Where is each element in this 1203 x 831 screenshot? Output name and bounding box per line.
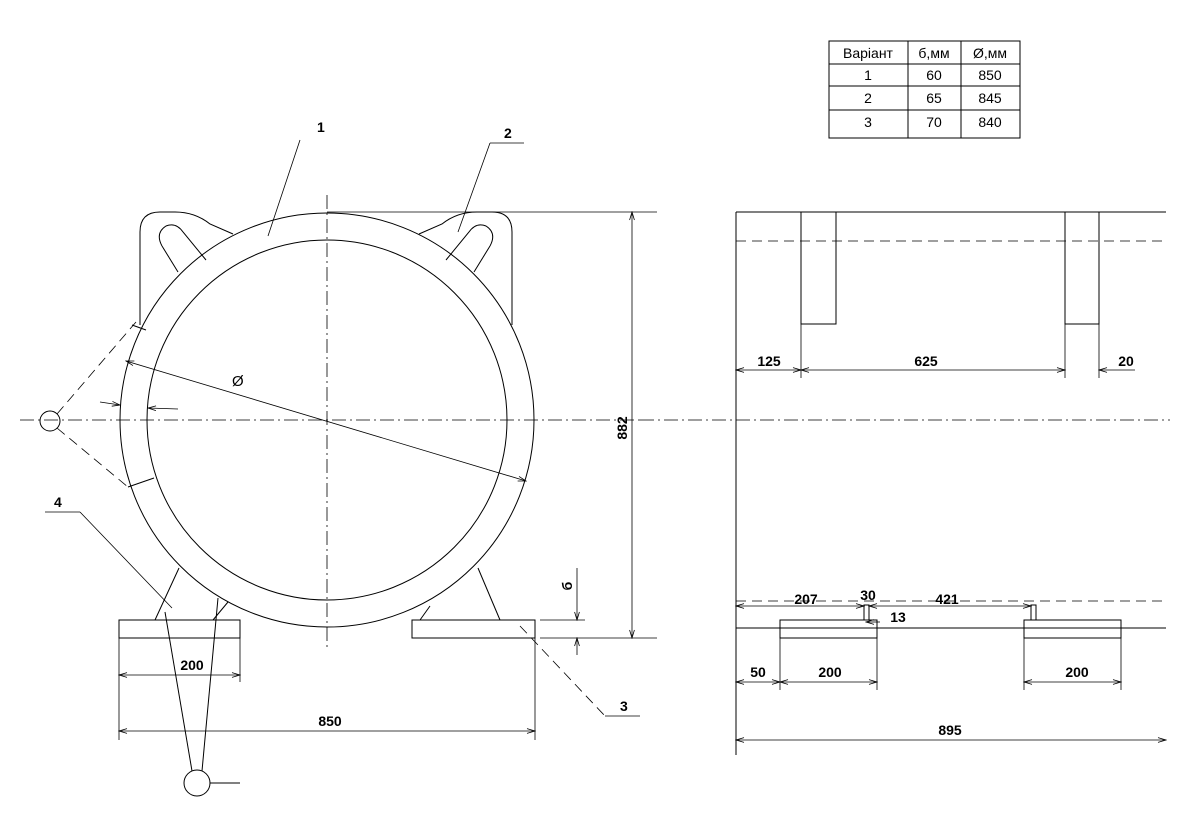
callout-4: 4 — [54, 494, 62, 510]
dim-625: 625 — [914, 353, 938, 369]
variant-table: Варіант б,мм Ø,мм 1 60 850 2 65 845 3 70… — [828, 40, 1021, 139]
foot-width-label: 200 — [180, 657, 204, 673]
rib-right — [1030, 604, 1037, 621]
diameter-label: Ø — [232, 373, 244, 390]
support-right — [411, 567, 536, 639]
table-cell: 3 — [864, 114, 872, 130]
callout-3: 3 — [620, 698, 628, 714]
table-cell: 65 — [926, 90, 942, 106]
height-label: 882 — [614, 416, 630, 440]
callout-1: 1 — [317, 119, 325, 135]
support-left — [118, 567, 241, 639]
dim-207: 207 — [794, 591, 818, 607]
sling-hook-left — [39, 410, 61, 432]
table-header-variant: Варіант — [843, 45, 894, 61]
front-view: Ø 882 б — [20, 119, 657, 797]
thickness-label: б — [559, 581, 575, 590]
dim-50: 50 — [750, 664, 766, 680]
overall-width-label: 850 — [318, 713, 342, 729]
table-cell: 850 — [978, 67, 1002, 83]
dim-421: 421 — [935, 591, 959, 607]
table-cell: 1 — [864, 67, 872, 83]
side-lug-left — [800, 211, 837, 325]
diameter-dimension-line — [126, 361, 526, 481]
dim-125: 125 — [757, 353, 781, 369]
table-cell: 840 — [978, 114, 1002, 130]
dim-20: 20 — [1118, 353, 1134, 369]
table-cell: 60 — [926, 67, 942, 83]
dim-895: 895 — [938, 722, 962, 738]
table-cell: 845 — [978, 90, 1002, 106]
table-cell: 70 — [926, 114, 942, 130]
lifting-lug-right — [418, 211, 513, 325]
sling-hook-bottom — [183, 769, 211, 797]
table-header-diameter: Ø,мм — [973, 45, 1007, 61]
side-view: 125 625 20 207 30 421 13 50 200 — [640, 211, 1170, 755]
side-foot-left — [779, 619, 878, 639]
lifting-lug-left — [139, 211, 234, 325]
table-header-thickness: б,мм — [918, 45, 949, 61]
callout-2: 2 — [504, 125, 512, 141]
rib-left — [863, 604, 870, 621]
outer-ring — [119, 212, 535, 628]
side-lug-right — [1064, 211, 1100, 325]
side-foot-right — [1023, 619, 1122, 639]
dim-30: 30 — [860, 587, 876, 603]
table-cell: 2 — [864, 90, 872, 106]
dim-200-left: 200 — [818, 664, 842, 680]
dim-200-right: 200 — [1065, 664, 1089, 680]
dim-13: 13 — [890, 609, 906, 625]
